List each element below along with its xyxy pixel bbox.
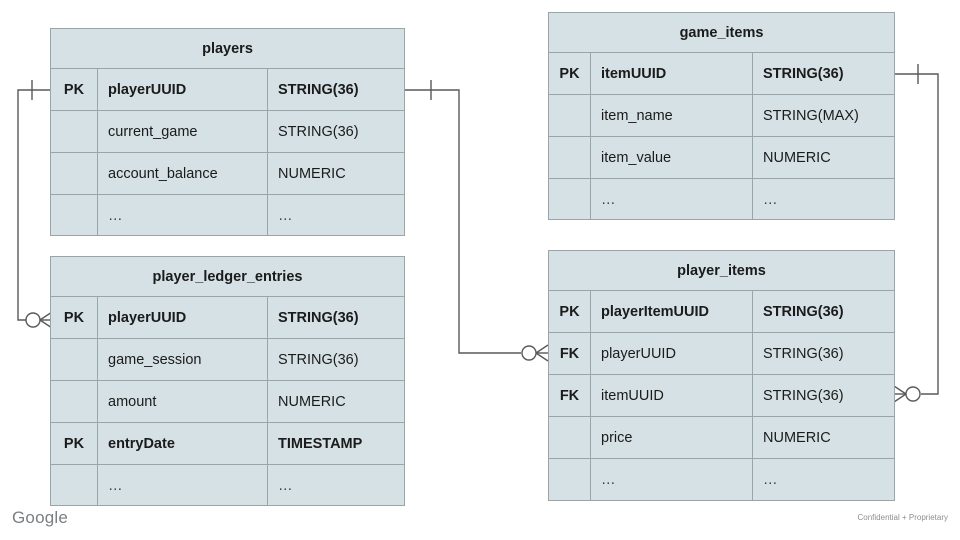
row-type: STRING(36)	[763, 387, 844, 404]
row-type: STRING(36)	[763, 65, 844, 82]
google-logo: Google	[12, 508, 69, 527]
cardinality-zero-circle	[25, 312, 41, 328]
row-name: item_value	[591, 137, 753, 178]
row-name: price	[591, 417, 753, 458]
relationship-game-items-to-player-items	[893, 64, 939, 403]
row-key: FK	[549, 333, 591, 374]
row-name: playerUUID	[98, 69, 268, 110]
entity-row[interactable]: … …	[51, 195, 404, 236]
entity-row[interactable]: game_session STRING(36)	[51, 339, 404, 381]
relationship-players-to-player-items	[405, 80, 549, 362]
row-key	[51, 111, 98, 152]
row-type: …	[278, 477, 294, 494]
row-type: STRING(36)	[278, 81, 359, 98]
row-name: entryDate	[98, 423, 268, 464]
row-key	[51, 195, 98, 236]
row-name: …	[98, 195, 268, 236]
entity-row[interactable]: item_value NUMERIC	[549, 137, 894, 179]
row-type: NUMERIC	[278, 165, 346, 182]
row-type: …	[278, 207, 294, 224]
row-type: NUMERIC	[763, 429, 831, 446]
entity-player-items[interactable]: player_items PK playerItemUUID STRING(36…	[548, 250, 895, 501]
entity-row[interactable]: … …	[549, 179, 894, 220]
row-key	[51, 381, 98, 422]
entity-players[interactable]: players PK playerUUID STRING(36) current…	[50, 28, 405, 236]
confidentiality-notice: Confidential + Proprietary	[857, 513, 949, 522]
row-name: …	[98, 465, 268, 506]
row-key: PK	[51, 297, 98, 338]
entity-row[interactable]: account_balance NUMERIC	[51, 153, 404, 195]
row-key	[549, 137, 591, 178]
row-key	[51, 465, 98, 506]
row-key: PK	[549, 291, 591, 332]
cardinality-zero-circle	[905, 386, 921, 402]
row-name: playerUUID	[98, 297, 268, 338]
entity-row[interactable]: … …	[51, 465, 404, 506]
row-key: PK	[51, 69, 98, 110]
row-name: current_game	[98, 111, 268, 152]
entity-title-players: players	[51, 29, 404, 69]
row-key: PK	[549, 53, 591, 94]
cardinality-many-crowsfoot	[893, 385, 907, 403]
row-type: STRING(36)	[763, 303, 844, 320]
row-name: itemUUID	[591, 53, 753, 94]
entity-row[interactable]: current_game STRING(36)	[51, 111, 404, 153]
row-name: item_name	[591, 95, 753, 136]
row-name: …	[591, 179, 753, 220]
entity-row[interactable]: … …	[549, 459, 894, 500]
entity-row[interactable]: FK playerUUID STRING(36)	[549, 333, 894, 375]
row-name: amount	[98, 381, 268, 422]
entity-row[interactable]: FK itemUUID STRING(36)	[549, 375, 894, 417]
row-type: NUMERIC	[763, 149, 831, 166]
entity-row[interactable]: price NUMERIC	[549, 417, 894, 459]
row-name: game_session	[98, 339, 268, 380]
row-type: STRING(MAX)	[763, 107, 859, 124]
relationship-players-to-player-ledger-entries	[17, 80, 53, 329]
cardinality-many-crowsfoot	[535, 344, 549, 362]
row-type: …	[763, 471, 779, 488]
row-key	[51, 153, 98, 194]
entity-game-items[interactable]: game_items PK itemUUID STRING(36) item_n…	[548, 12, 895, 220]
cardinality-zero-circle	[521, 345, 537, 361]
row-type: TIMESTAMP	[278, 435, 363, 452]
row-key	[549, 179, 591, 220]
row-type: STRING(36)	[278, 123, 359, 140]
entity-row[interactable]: PK playerUUID STRING(36)	[51, 69, 404, 111]
row-type: …	[763, 191, 779, 208]
entity-row[interactable]: item_name STRING(MAX)	[549, 95, 894, 137]
entity-row[interactable]: PK itemUUID STRING(36)	[549, 53, 894, 95]
row-type: STRING(36)	[278, 309, 359, 326]
entity-row[interactable]: PK entryDate TIMESTAMP	[51, 423, 404, 465]
row-type: STRING(36)	[278, 351, 359, 368]
row-key: PK	[51, 423, 98, 464]
entity-player-ledger-entries[interactable]: player_ledger_entries PK playerUUID STRI…	[50, 256, 405, 506]
row-type: STRING(36)	[763, 345, 844, 362]
entity-row[interactable]: PK playerUUID STRING(36)	[51, 297, 404, 339]
row-key	[549, 459, 591, 500]
row-name: playerItemUUID	[591, 291, 753, 332]
row-key: FK	[549, 375, 591, 416]
entity-row[interactable]: amount NUMERIC	[51, 381, 404, 423]
entity-title-game-items: game_items	[549, 13, 894, 53]
row-key	[549, 95, 591, 136]
row-name: playerUUID	[591, 333, 753, 374]
row-name: …	[591, 459, 753, 500]
entity-title-player-items: player_items	[549, 251, 894, 291]
row-type: NUMERIC	[278, 393, 346, 410]
entity-title-player-ledger-entries: player_ledger_entries	[51, 257, 404, 297]
row-key	[549, 417, 591, 458]
row-key	[51, 339, 98, 380]
row-name: itemUUID	[591, 375, 753, 416]
row-name: account_balance	[98, 153, 268, 194]
entity-row[interactable]: PK playerItemUUID STRING(36)	[549, 291, 894, 333]
